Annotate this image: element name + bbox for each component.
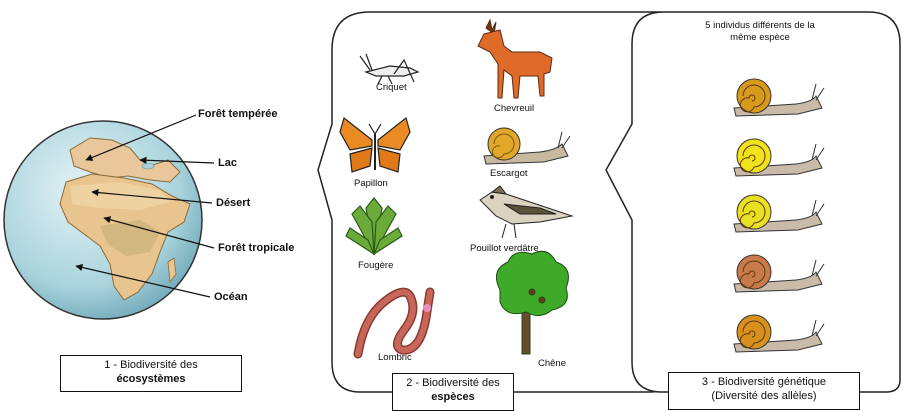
genetic-heading-line2: même espèce bbox=[670, 32, 850, 44]
label-pouillot-verdatre: Pouillot verdâtre bbox=[470, 243, 539, 254]
caption-genetic-line1: 3 - Biodiversité génétique bbox=[669, 375, 859, 389]
caption-ecosystems: 1 - Biodiversité des écosystèmes bbox=[60, 355, 242, 392]
caption-genetic: 3 - Biodiversité génétique (Diversité de… bbox=[668, 372, 860, 410]
label-escargot: Escargot bbox=[490, 168, 528, 179]
genetic-heading: 5 individus différents de la même espèce bbox=[670, 20, 850, 44]
caption-species: 2 - Biodiversité des espèces bbox=[392, 373, 514, 411]
label-papillon: Papillon bbox=[354, 178, 388, 189]
label-ocean: Océan bbox=[214, 291, 248, 303]
caption-species-line1: 2 - Biodiversité des bbox=[393, 376, 513, 390]
label-criquet: Criquet bbox=[376, 82, 407, 93]
label-foret-temperee: Forêt tempérée bbox=[198, 108, 277, 120]
label-chevreuil: Chevreuil bbox=[494, 103, 534, 114]
label-desert: Désert bbox=[216, 197, 250, 209]
label-chene: Chêne bbox=[538, 358, 566, 369]
caption-ecosystems-line2: écosystèmes bbox=[116, 373, 185, 385]
caption-genetic-line2: (Diversité des allèles) bbox=[669, 389, 859, 403]
caption-species-line2: espèces bbox=[431, 391, 474, 403]
label-lombric: Lombric bbox=[378, 352, 412, 363]
genetic-heading-line1: 5 individus différents de la bbox=[670, 20, 850, 32]
label-lac: Lac bbox=[218, 157, 237, 169]
globe bbox=[4, 121, 202, 319]
label-foret-tropicale: Forêt tropicale bbox=[218, 242, 294, 254]
label-fougere: Fougère bbox=[358, 260, 393, 271]
caption-ecosystems-line1: 1 - Biodiversité des bbox=[61, 358, 241, 372]
